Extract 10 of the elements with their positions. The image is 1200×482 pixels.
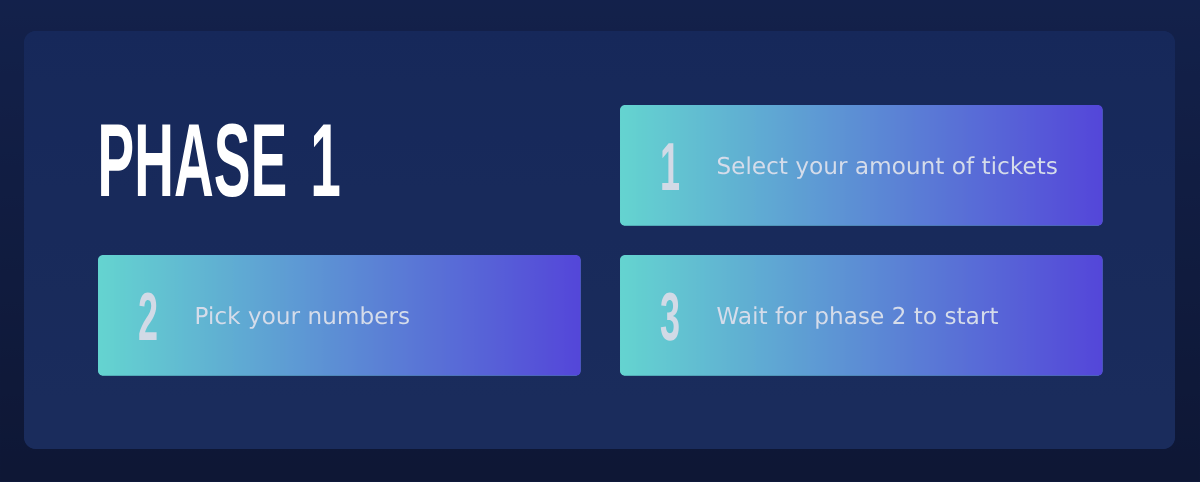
title: PHASE 1 (101, 123, 340, 197)
step-text: Select your amount of tickets (717, 156, 1057, 179)
step-text: Wait for phase 2 to start (717, 306, 998, 329)
step-number: 1 (662, 143, 679, 190)
step-number: 3 (660, 292, 679, 341)
step-text: Pick your numbers (196, 306, 409, 329)
step-number: 2 (139, 292, 157, 340)
step-card (620, 105, 1103, 226)
step-card (98, 255, 581, 376)
step-card (620, 255, 1103, 376)
